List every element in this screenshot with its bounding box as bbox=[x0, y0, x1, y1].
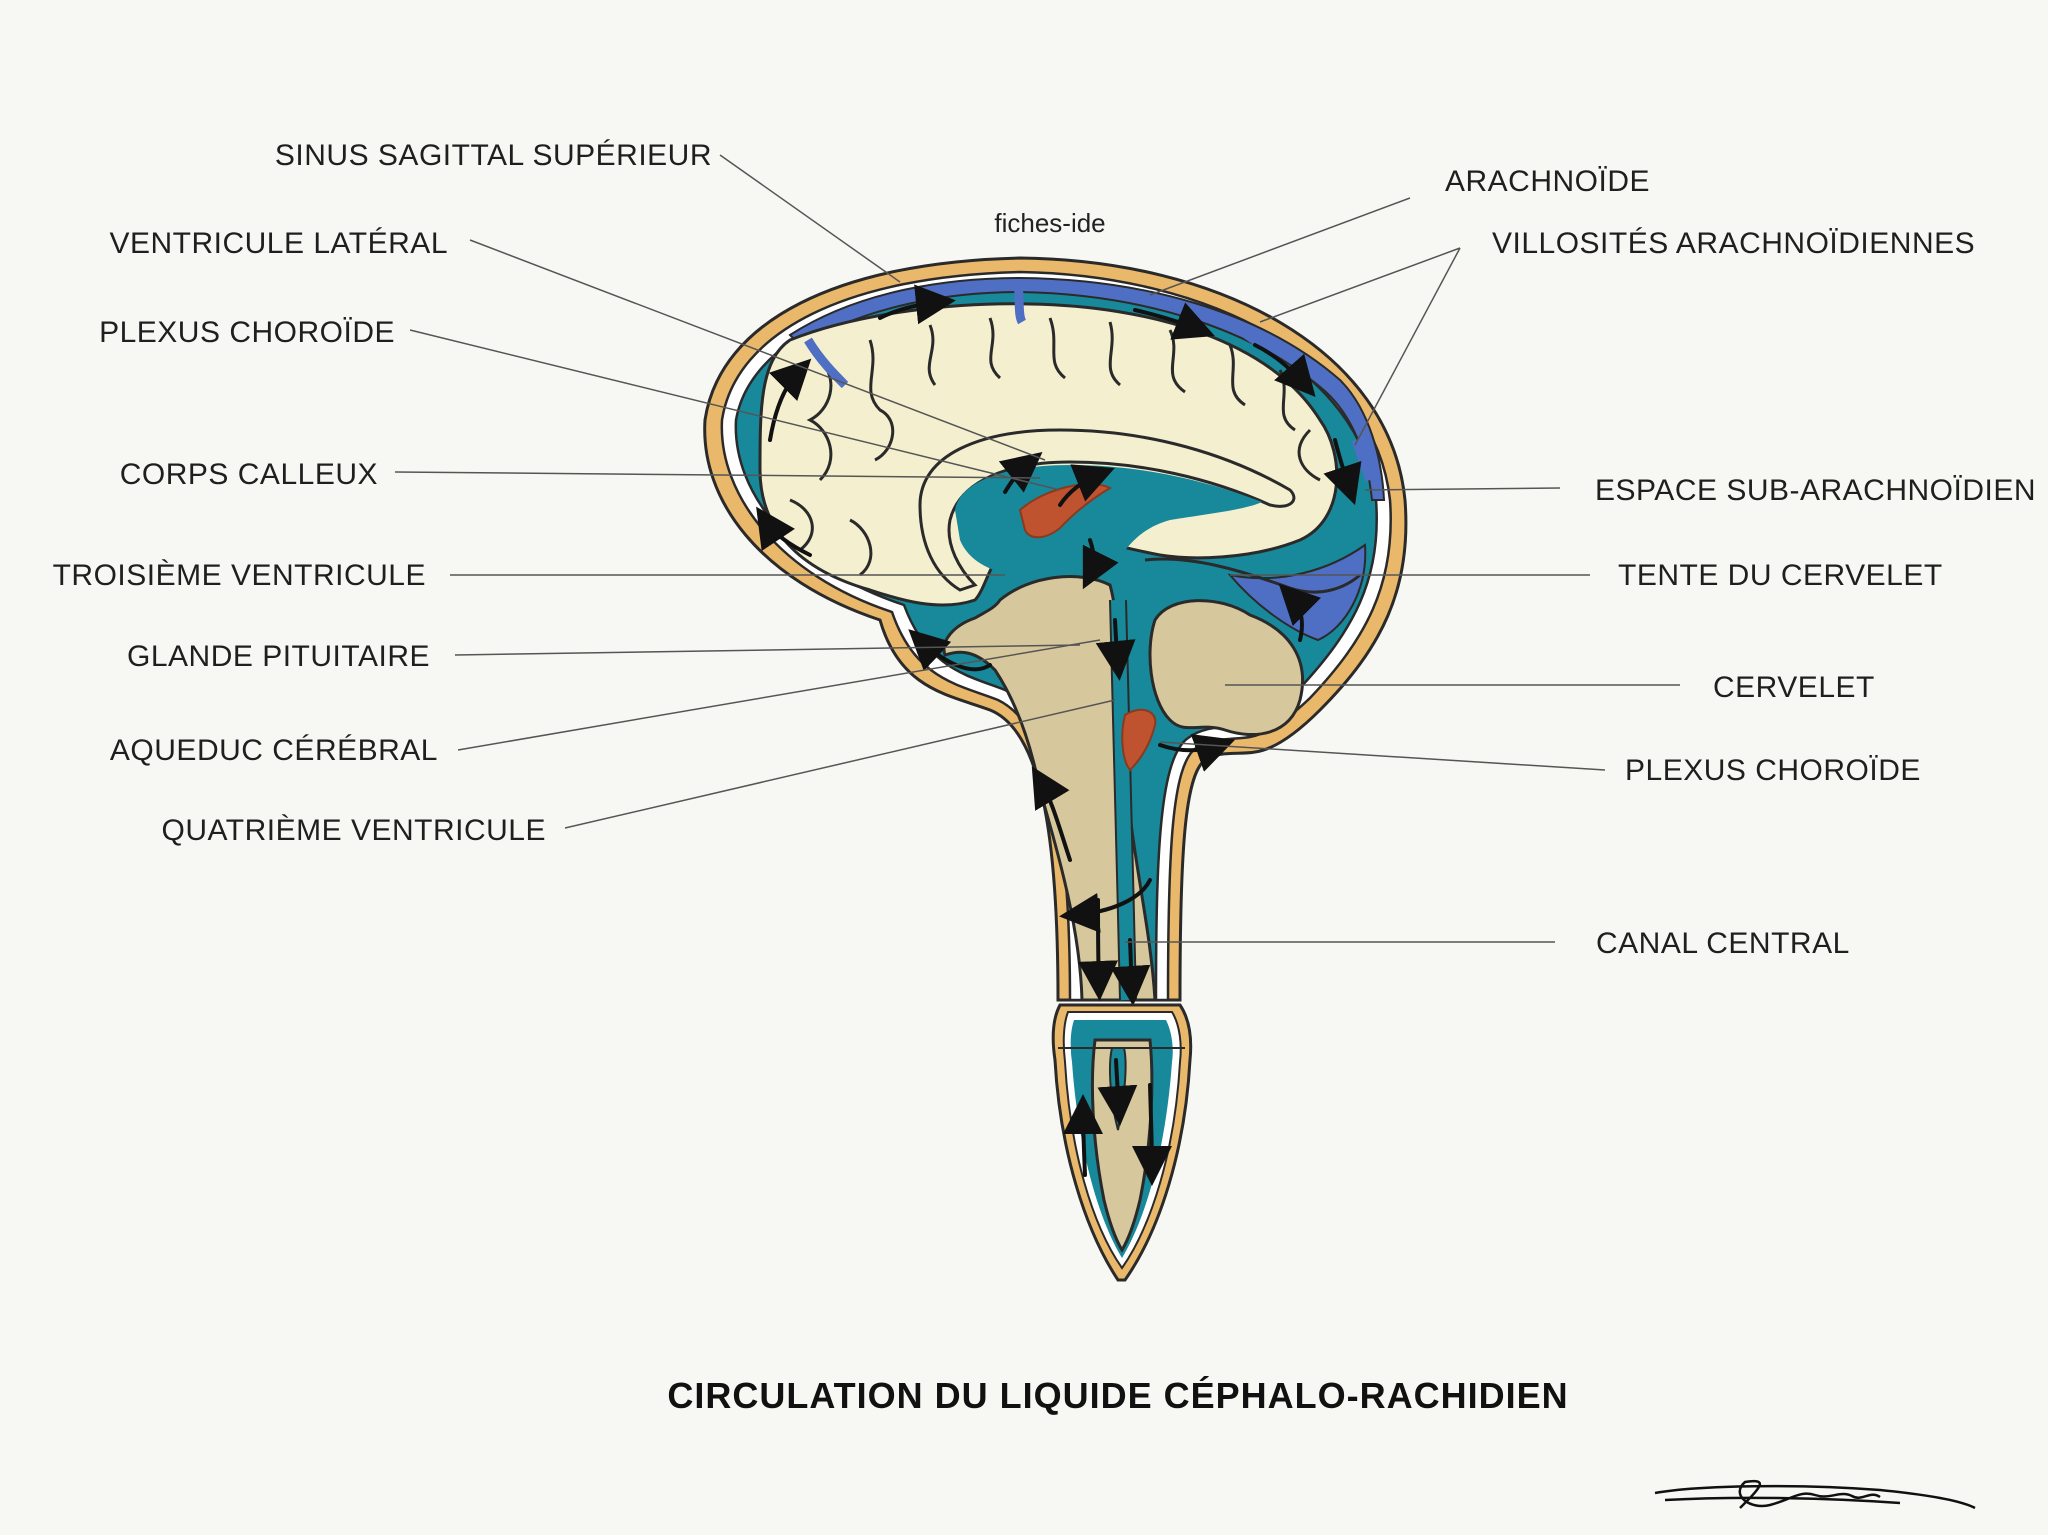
label-ventricule-lateral: VENTRICULE LATÉRAL bbox=[109, 227, 448, 260]
label-plexus-choroide-bas: PLEXUS CHOROÏDE bbox=[1625, 754, 1921, 787]
watermark: fiches-ide bbox=[994, 208, 1105, 238]
label-plexus-choroide-haut: PLEXUS CHOROÏDE bbox=[99, 316, 395, 349]
label-corps-calleux: CORPS CALLEUX bbox=[120, 458, 378, 491]
label-espace-sub-arachnoidien: ESPACE SUB-ARACHNOÏDIEN bbox=[1595, 474, 2036, 507]
arachnoid-villi-2 bbox=[1013, 281, 1027, 325]
diagram-title: CIRCULATION DU LIQUIDE CÉPHALO-RACHIDIEN bbox=[667, 1375, 1568, 1416]
tentorium bbox=[1144, 557, 1361, 594]
label-cervelet: CERVELET bbox=[1713, 671, 1875, 704]
csf-flow-arrows bbox=[756, 284, 1362, 1006]
labels-right: ARACHNOÏDE VILLOSITÉS ARACHNOÏDIENNES ES… bbox=[1445, 165, 2036, 960]
label-canal-central: CANAL CENTRAL bbox=[1596, 927, 1850, 960]
spinal-cord-segment bbox=[1051, 1003, 1193, 1282]
label-quatrieme-ventricule: QUATRIÈME VENTRICULE bbox=[162, 814, 547, 847]
brain-section bbox=[703, 256, 1408, 1006]
cerebellum bbox=[1148, 599, 1305, 737]
label-tente-cervelet: TENTE DU CERVELET bbox=[1618, 559, 1943, 592]
label-aqueduc-cerebral: AQUEDUC CÉRÉBRAL bbox=[110, 734, 438, 767]
label-arachnoide: ARACHNOÏDE bbox=[1445, 165, 1650, 198]
arachnoid-villi-4 bbox=[1351, 438, 1375, 482]
labels-left: SINUS SAGITTAL SUPÉRIEUR VENTRICULE LATÉ… bbox=[53, 139, 712, 847]
signature bbox=[1654, 1479, 1976, 1510]
label-villosites: VILLOSITÉS ARACHNOÏDIENNES bbox=[1492, 227, 1975, 260]
arachnoid-villi-3 bbox=[1237, 326, 1273, 355]
leader-lines bbox=[394, 154, 1680, 943]
label-glande-pituitaire: GLANDE PITUITAIRE bbox=[127, 640, 430, 673]
label-sinus-sagittal: SINUS SAGITTAL SUPÉRIEUR bbox=[275, 139, 712, 172]
choroid-plexus-lower bbox=[1121, 708, 1157, 772]
label-troisieme-ventricule: TROISIÈME VENTRICULE bbox=[53, 559, 426, 592]
lateral-ventricle bbox=[955, 465, 1262, 580]
